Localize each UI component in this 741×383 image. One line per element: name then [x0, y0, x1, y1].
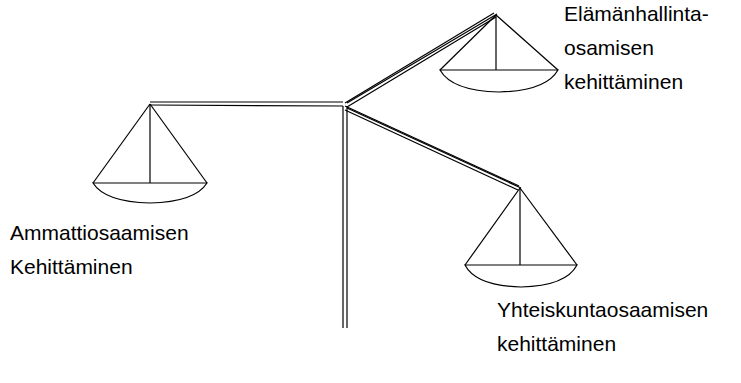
- scale-pan: [440, 15, 558, 92]
- scale-post: [346, 106, 347, 328]
- scale-beam: [347, 17, 496, 107]
- scale-beam: [347, 108, 521, 188]
- scale-beam: [150, 105, 343, 106]
- scale-pan: [93, 104, 207, 203]
- pan-label: Ammattiosaamisen Kehittäminen: [10, 216, 225, 284]
- pan-label: Yhteiskuntaosaamisen kehittäminen: [497, 293, 737, 361]
- pan-label: Elämänhallinta- osamisen kehittäminen: [564, 0, 729, 99]
- scale-pan: [465, 188, 577, 287]
- scale-beam: [150, 101, 343, 102]
- scale-beam: [345, 110, 518, 190]
- scale-beam: [345, 106, 519, 186]
- scale-post: [342, 106, 343, 328]
